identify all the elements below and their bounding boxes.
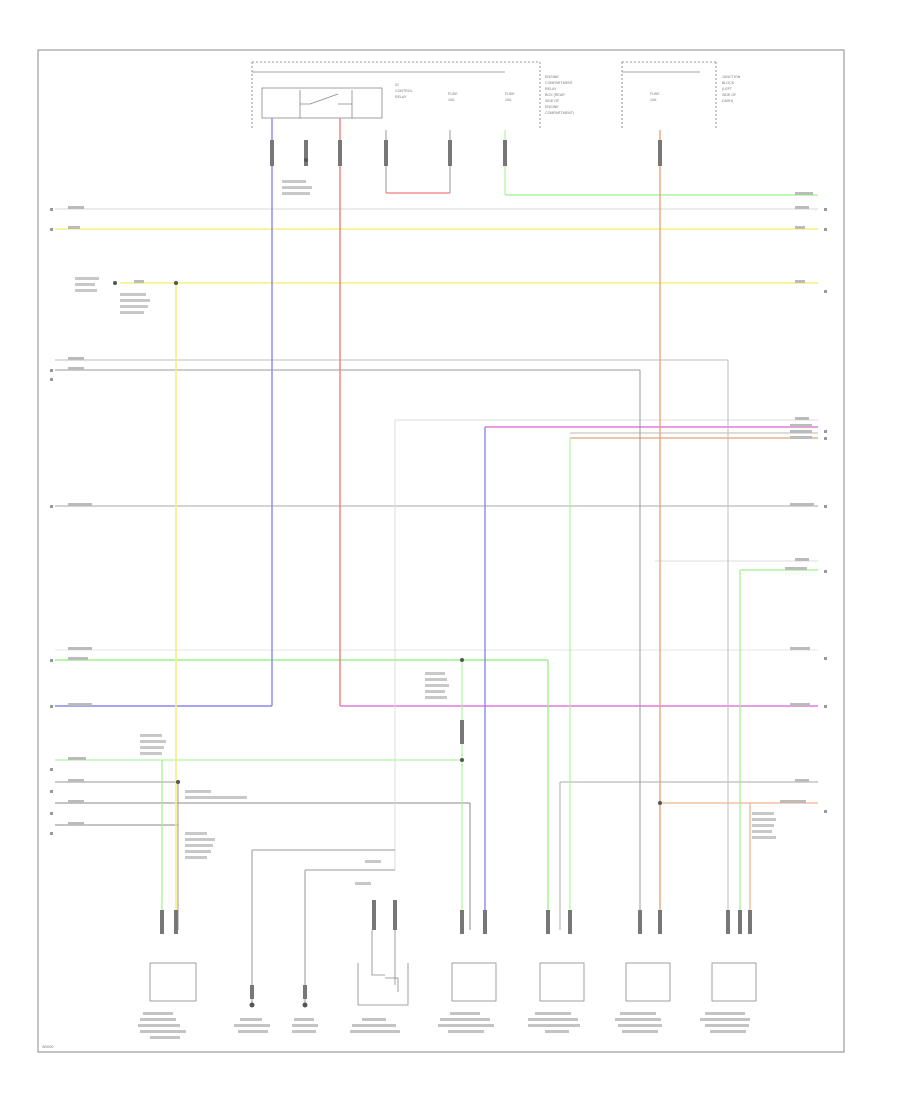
svg-text:RELAY: RELAY: [395, 95, 407, 99]
svg-text:COMPARTMENT): COMPARTMENT): [545, 111, 574, 115]
svg-text:10A: 10A: [505, 98, 512, 102]
svg-text:JUNCTION: JUNCTION: [722, 75, 741, 79]
corner-code: W0000: [42, 1045, 53, 1049]
svg-text:ENGINE: ENGINE: [545, 105, 559, 109]
component-box-4: [625, 962, 671, 1002]
svg-text:10A: 10A: [448, 98, 455, 102]
svg-text:ENGINE: ENGINE: [545, 75, 559, 79]
svg-text:SIDE OF: SIDE OF: [545, 99, 560, 103]
svg-text:BLOCK: BLOCK: [722, 81, 735, 85]
bottom-components: [149, 930, 757, 1008]
svg-text:COMPARTMENT: COMPARTMENT: [545, 81, 574, 85]
component-box-2: [451, 962, 497, 1002]
svg-text:IG: IG: [395, 83, 399, 87]
svg-text:FUSE: FUSE: [505, 92, 515, 96]
side-reference-marks: [50, 208, 827, 835]
top-right-relay-box: FUSE 10A JUNCTION BLOCK (LEFT SIDE OF DA…: [621, 61, 741, 128]
svg-text:CONTROL: CONTROL: [395, 89, 413, 93]
splice-points: [113, 158, 662, 805]
component-captions: [138, 1012, 750, 1039]
svg-text:RELAY: RELAY: [545, 87, 557, 91]
diagram-border: [37, 49, 845, 1053]
component-box-3: [539, 962, 585, 1002]
annotation-blocks: [75, 180, 776, 885]
vertical-wires: [161, 118, 818, 1005]
svg-text:SIDE OF: SIDE OF: [722, 93, 737, 97]
svg-text:DASH): DASH): [722, 99, 733, 103]
wire-label-marks: [68, 192, 814, 825]
svg-text:BOX (REAR: BOX (REAR: [545, 93, 565, 97]
component-box-5: [711, 962, 757, 1002]
svg-text:10A: 10A: [650, 98, 657, 102]
horizontal-bus-lines: [55, 208, 818, 826]
component-box-1: [149, 962, 197, 1002]
sensor-component: [357, 930, 409, 1006]
svg-text:FUSE: FUSE: [448, 92, 458, 96]
connector-marks: [160, 140, 752, 999]
svg-text:(LEFT: (LEFT: [722, 87, 733, 91]
top-fuse-relay-box: IG CONTROL RELAY FUSE 10A FUSE 10A ENGIN…: [251, 61, 574, 128]
svg-text:FUSE: FUSE: [650, 92, 660, 96]
